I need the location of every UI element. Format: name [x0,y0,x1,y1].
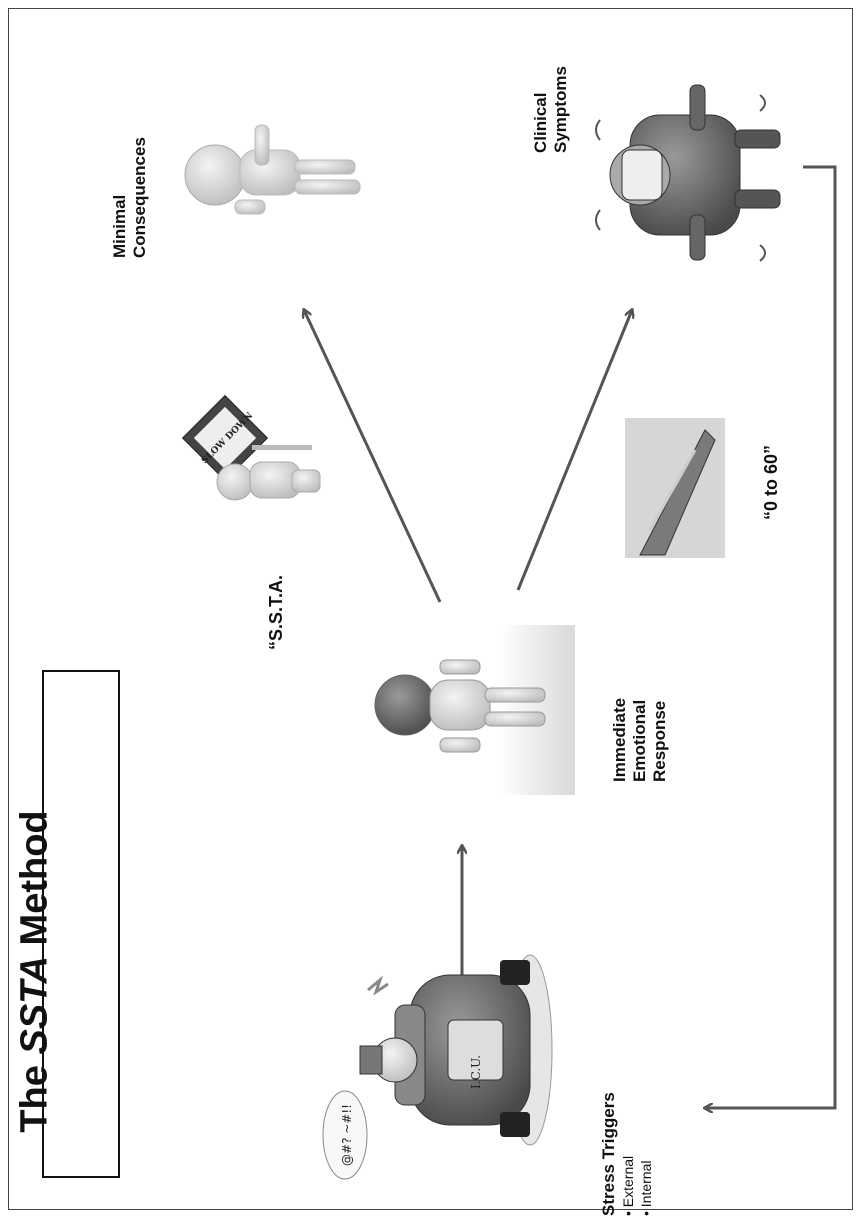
stress-triggers-label: Stress Triggers • External • Internal [599,1036,671,1216]
emotional-response-label: Immediate Emotional Response [610,642,670,782]
arrow-response-to-minimal [304,310,440,602]
angry-figure-icon [596,85,780,261]
calm-figure-icon [185,125,360,214]
car-plate-text: I.C.U. [469,1055,483,1089]
arrow-response-to-clinical [518,310,632,590]
minimal-consequences-label: Minimal Consequences [110,118,150,258]
clinical-symptoms-label: Clinical Symptoms [531,43,571,153]
stress-triggers-heading: Stress Triggers [599,1036,619,1216]
ssta-path-label: “S.S.T.A. [266,560,288,650]
feedback-line [705,167,835,1108]
trigger-item-internal: Internal [638,1161,654,1208]
zero-to-sixty-label: “0 to 60” [761,430,783,520]
slow-down-sign-icon [183,396,320,500]
speeding-car-icon [625,418,725,558]
trigger-item-external: External [620,1156,636,1207]
road-rage-car-icon [323,955,552,1179]
stressed-figure-icon [375,625,575,795]
speech-bubble-text: @#? ~#!! [340,1104,354,1166]
